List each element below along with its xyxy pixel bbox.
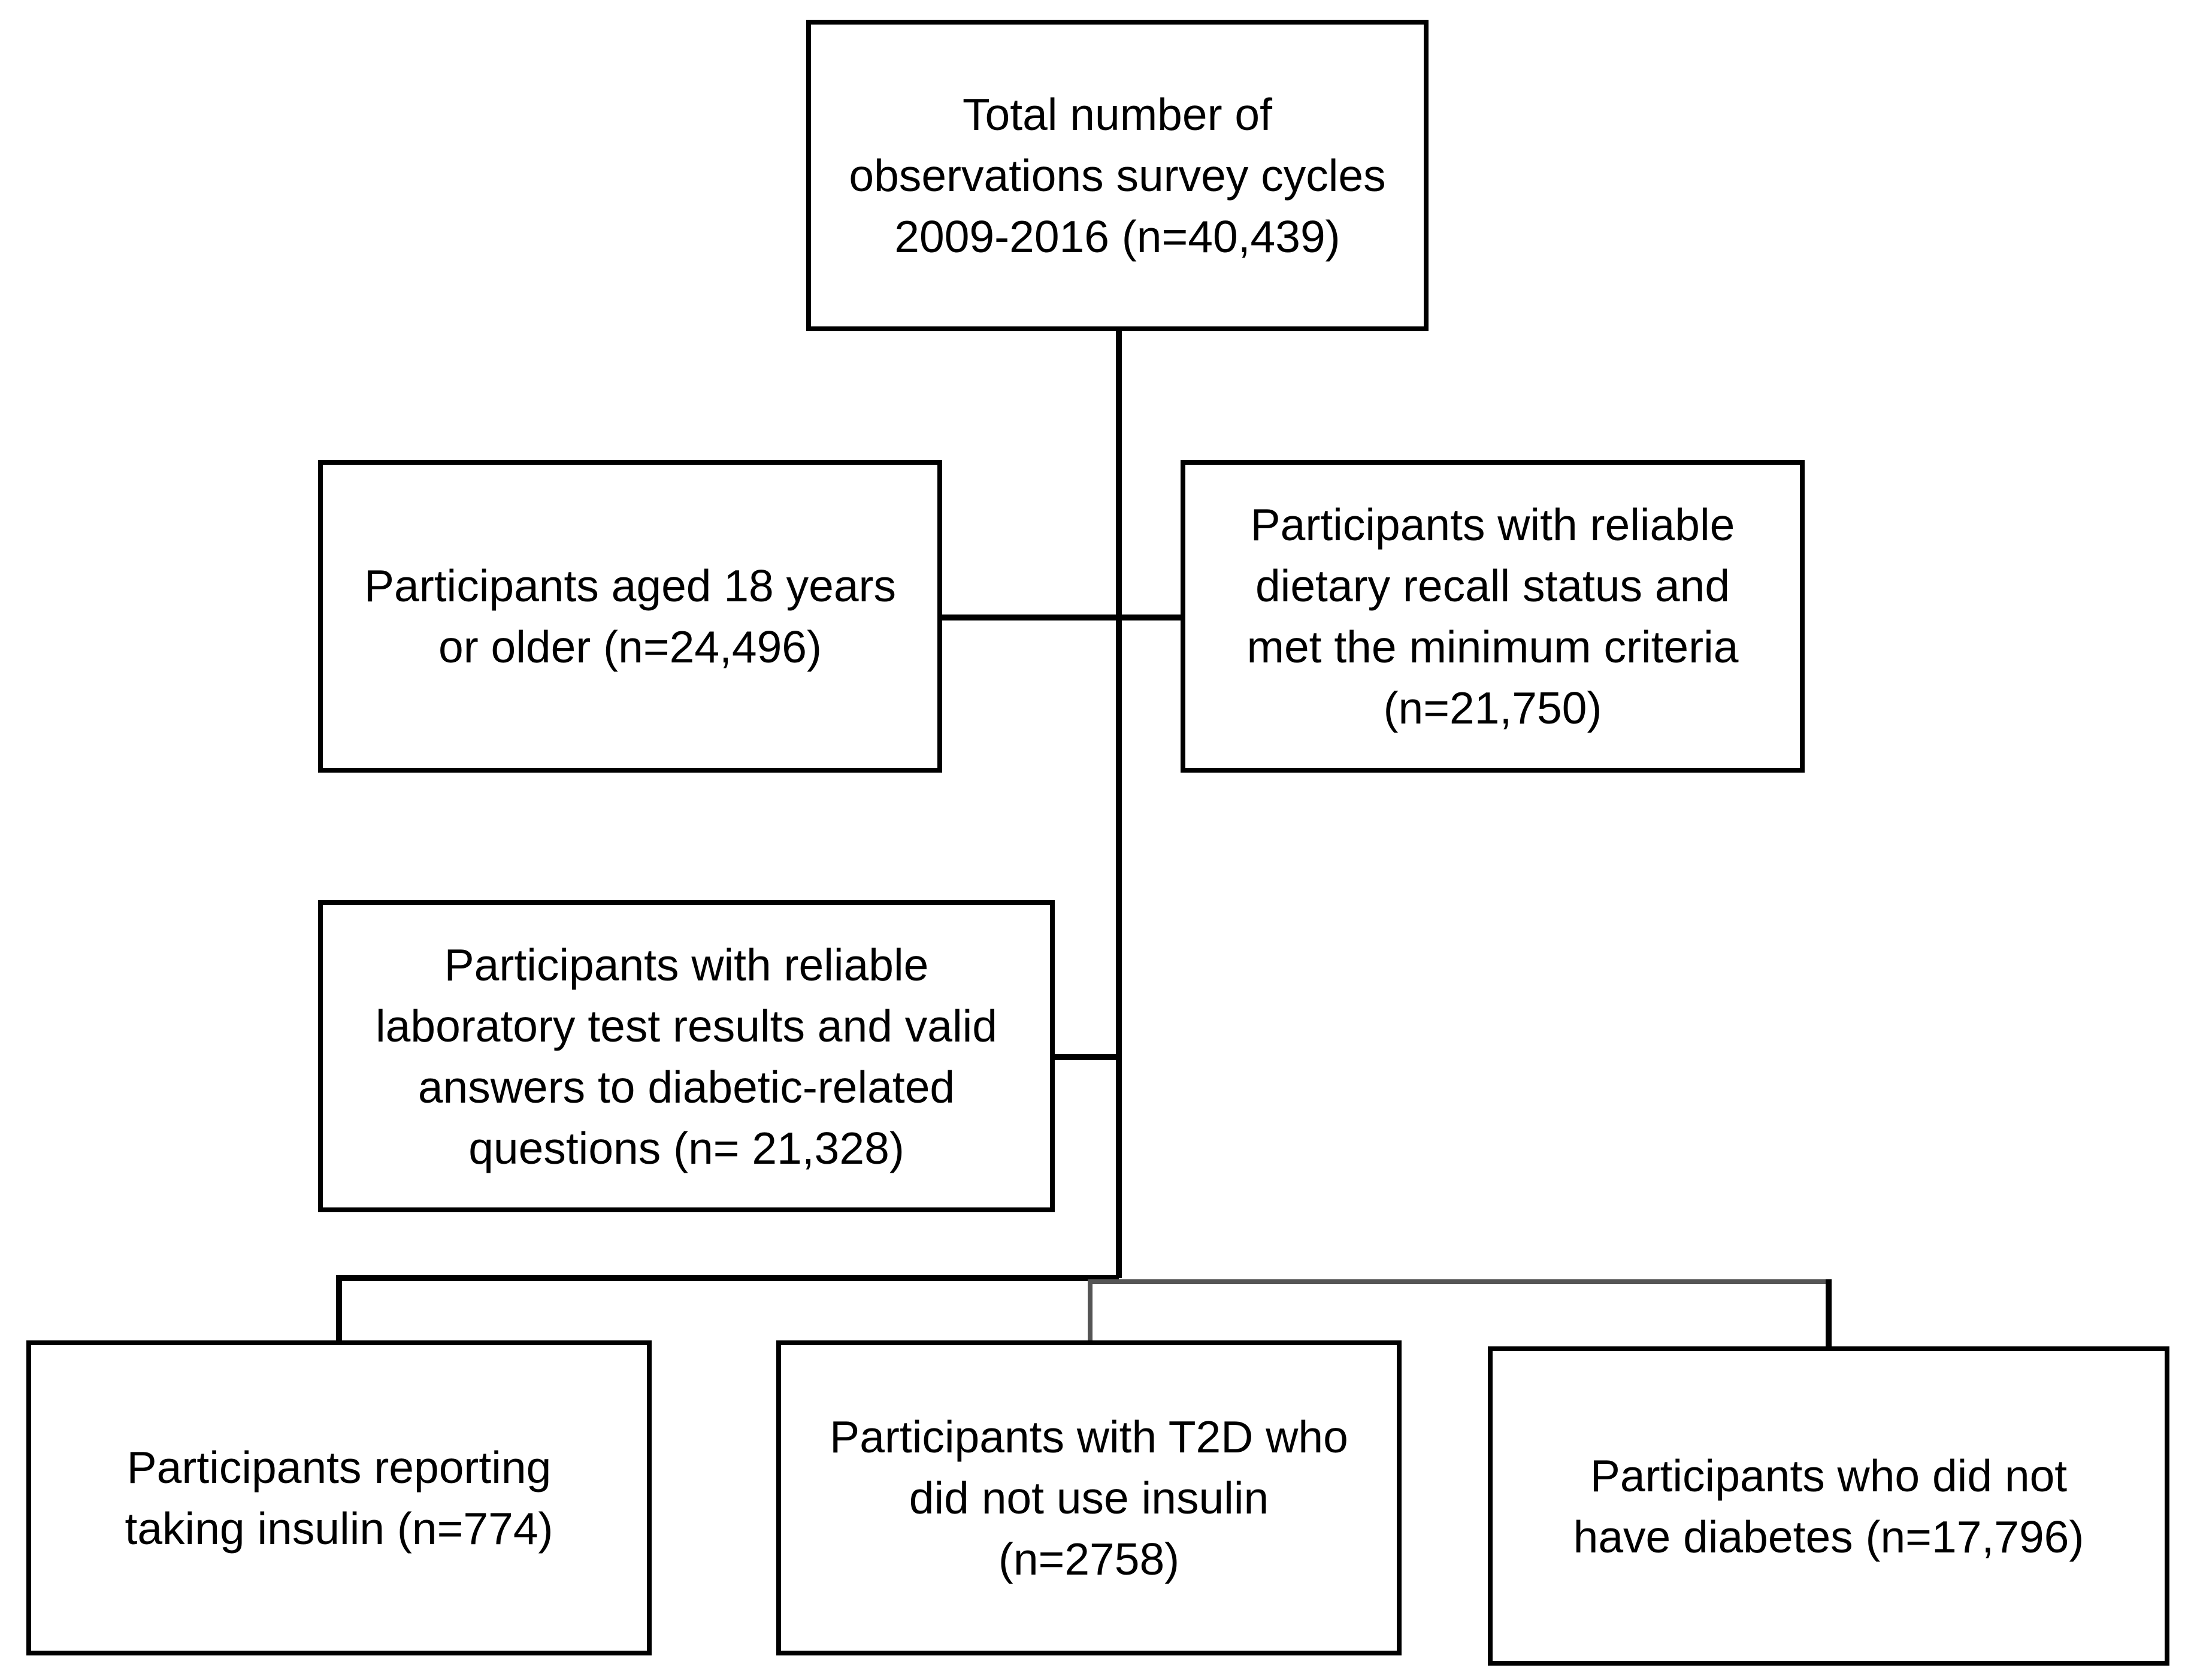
insulin-users-box: Participants reporting taking insulin (n… [26,1340,652,1655]
participants-aged-text: Participants aged 18 years or older (n=2… [364,561,897,672]
no-diabetes-text: Participants who did not have diabetes (… [1573,1450,2084,1562]
total-observations-box: Total number of observations survey cycl… [806,20,1429,331]
participants-aged-box: Participants aged 18 years or older (n=2… [318,460,942,773]
no-diabetes-box: Participants who did not have diabetes (… [1488,1346,2169,1666]
total-observations-text: Total number of observations survey cycl… [849,89,1386,262]
dietary-recall-box: Participants with reliable dietary recal… [1181,460,1805,773]
dietary-recall-text: Participants with reliable dietary recal… [1246,500,1739,733]
laboratory-results-text: Participants with reliable laboratory te… [375,939,998,1173]
t2d-no-insulin-text: Participants with T2D who did not use in… [830,1412,1348,1584]
t2d-no-insulin-box: Participants with T2D who did not use in… [776,1340,1402,1655]
insulin-users-text: Participants reporting taking insulin (n… [125,1442,553,1554]
laboratory-results-box: Participants with reliable laboratory te… [318,900,1055,1212]
